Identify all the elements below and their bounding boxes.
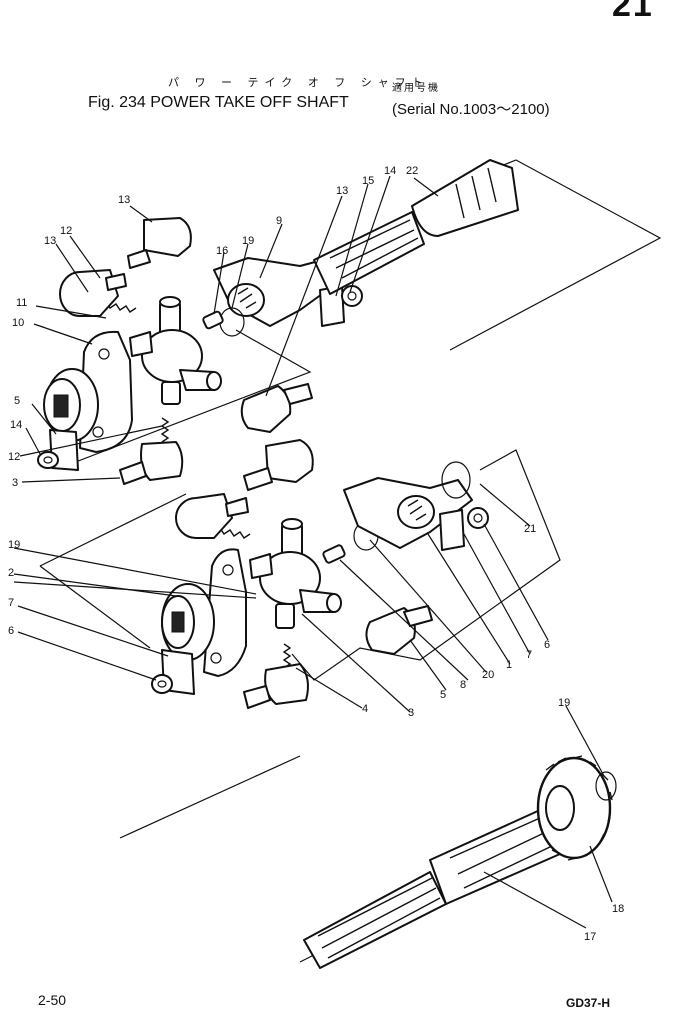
lever-block-lower-bottom [243, 663, 309, 709]
callout-19: 19 [8, 539, 20, 551]
lever-block-13-center [240, 383, 313, 433]
callout-21: 21 [524, 523, 536, 535]
snap-ring-19-upper [219, 307, 245, 337]
pin-16 [202, 310, 224, 330]
callout-numbers: 13 12 13 11 10 16 19 9 13 15 14 22 5 14 … [8, 165, 624, 943]
callout-5: 5 [440, 689, 446, 701]
callout-4: 4 [362, 703, 368, 715]
bracket-1-lower [343, 477, 473, 549]
callout-16: 16 [216, 245, 228, 257]
callout-6: 6 [544, 639, 550, 651]
snap-ring-19-bottom [595, 771, 617, 801]
figure-title-japanese: パ ワ ー テイク オ フ シャフト [168, 76, 429, 89]
callout-20: 20 [482, 669, 494, 681]
lever-block-lower-left [175, 493, 249, 539]
callout-14: 14 [384, 165, 396, 177]
upper-assembly-outline [59, 159, 662, 469]
spring-bolt-12 [160, 417, 170, 443]
serial-label-japanese: 適用号機 [392, 83, 440, 94]
callout-11: 11 [16, 297, 27, 309]
lever-block-13-left [59, 269, 127, 317]
serial-range: (Serial No.1003～2100) [392, 101, 550, 118]
callout-3: 3 [408, 707, 414, 719]
universal-joint-cross-lower [249, 518, 342, 629]
lever-block-lower-5 [365, 605, 433, 655]
callout-17: 17 [584, 931, 596, 943]
spring-bolt-lower-4 [282, 643, 292, 669]
universal-joint-cross-upper [129, 296, 222, 405]
callout-13: 13 [44, 235, 56, 247]
shaft-22-upper [313, 159, 519, 295]
bearing-housing-lower [161, 548, 247, 677]
callout-10: 10 [12, 317, 24, 329]
seal-plate-upper-left [37, 429, 79, 471]
callout-13: 13 [336, 185, 348, 197]
figure-title: Fig. 234 POWER TAKE OFF SHAFT [88, 94, 349, 111]
callout-19: 19 [558, 697, 570, 709]
callout-19: 19 [242, 235, 254, 247]
callout-5: 5 [14, 395, 20, 407]
callout-7: 7 [526, 649, 532, 661]
page-number: 2-50 [38, 992, 67, 1008]
washer-6-lower [467, 507, 489, 529]
callout-7: 7 [8, 597, 14, 609]
callout-3: 3 [12, 477, 18, 489]
callout-2: 2 [8, 567, 14, 579]
page-corner-number: 21 [612, 0, 654, 24]
callout-9: 9 [276, 215, 282, 227]
seal-plate-7-lower [439, 509, 465, 551]
seal-plate-lower-left [151, 649, 195, 695]
callout-22: 22 [406, 165, 418, 177]
leader-lines [13, 175, 613, 929]
pin-20 [322, 544, 346, 564]
callout-12: 12 [8, 451, 20, 463]
gear-shaft-17 [303, 809, 561, 969]
seal-plate-15-upper [319, 285, 363, 327]
callout-12: 12 [60, 225, 72, 237]
callout-18: 18 [612, 903, 624, 915]
gear-18 [536, 755, 613, 861]
lever-block-3-lower [119, 441, 184, 485]
callout-14: 14 [10, 419, 22, 431]
lever-block-lower-top [243, 439, 314, 491]
lever-block-13-top [127, 217, 192, 269]
callout-15: 15 [362, 175, 374, 187]
callout-8: 8 [460, 679, 466, 691]
callout-1: 1 [506, 659, 512, 671]
ring-21 [441, 461, 471, 499]
callout-13: 13 [118, 194, 130, 206]
model-code: GD37-H [566, 996, 611, 1010]
callout-6: 6 [8, 625, 14, 637]
